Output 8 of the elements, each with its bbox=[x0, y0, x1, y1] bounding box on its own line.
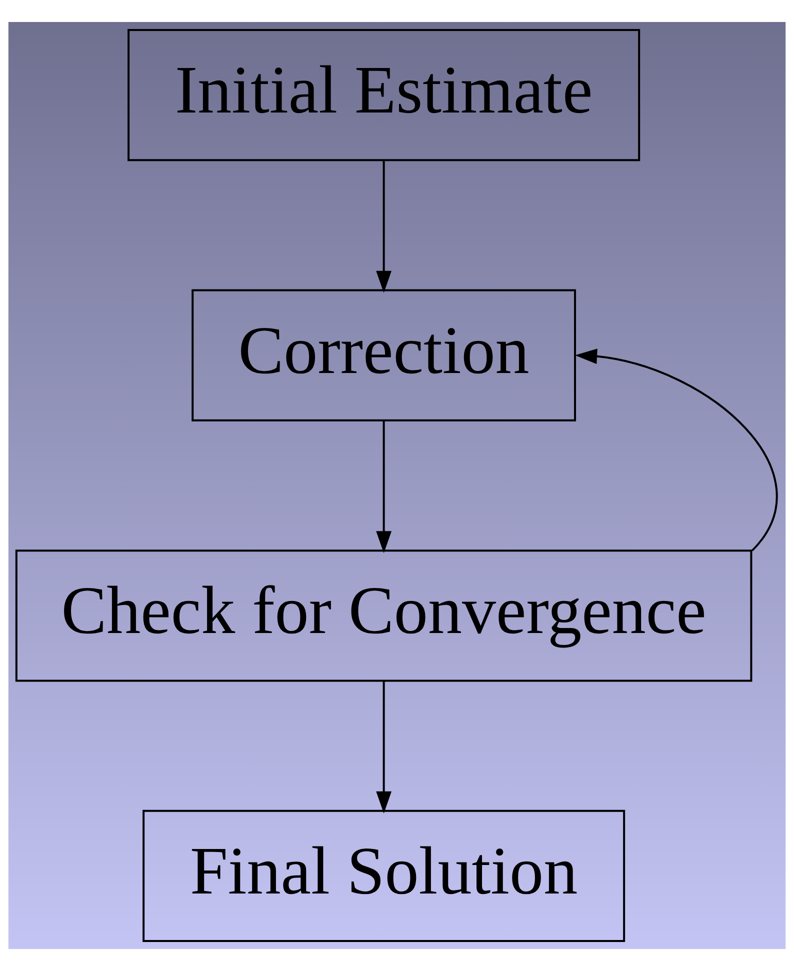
node-box: Check for Convergence bbox=[15, 550, 752, 682]
node-box: Initial Estimate bbox=[128, 29, 640, 162]
arrow bbox=[376, 420, 392, 554]
arrow bbox=[376, 160, 392, 293]
arrow bbox=[376, 681, 392, 814]
arrow bbox=[575, 348, 778, 552]
node-box: Final Solution bbox=[142, 810, 626, 942]
node-box: Correction bbox=[192, 289, 576, 422]
